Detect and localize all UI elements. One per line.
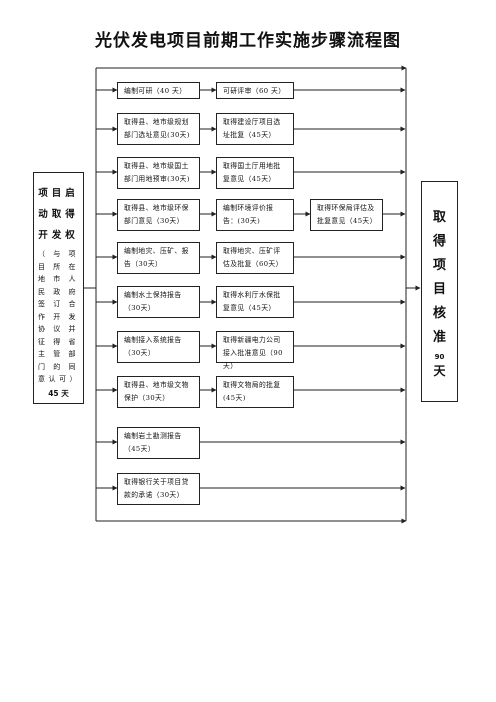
step-bank-loan-commitment: 取得银行关于项目贷款的承诺（30天） [117,473,200,505]
step-geotechnical-survey-report: 编制岩土勘测报告（45天） [117,427,200,459]
page-title: 光伏发电项目前期工作实施步骤流程图 [95,31,401,51]
step-grid-access-report: 编制接入系统报告（30天） [117,331,200,363]
end-char: 项 [432,258,446,273]
step-soil-conservation-approval: 取得水利厅水保批复意见（45天） [216,286,294,318]
end-char: 准 [432,330,446,345]
step-land-approval: 取得国土厅用地批复意见（45天） [216,157,294,189]
end-box: 取 得 项 目 核 准 90 天 [421,181,458,402]
step-cultural-relics-approval: 取得文物局的批复(45天) [216,376,294,408]
step-compile-feasibility: 编制可研（40 天） [117,82,200,99]
end-char: 取 [432,210,446,225]
step-env-bureau-approval: 取得环保局评估及批复意见（45天） [310,199,383,231]
step-construction-site-approval: 取得建设厅项目选址批复（45天） [216,113,294,145]
start-title: 项目启动取得开发权 [38,188,79,241]
start-days: 45 天 [48,388,69,398]
step-env-assessment-report: 编制环境评价报告：(30天) [216,199,294,231]
step-planning-site-opinion: 取得县、地市级规划部门选址意见(30天) [117,113,200,145]
step-cultural-relics-protection: 取得县、地市级文物保护（30天） [117,376,200,408]
step-soil-conservation-report: 编制水土保持报告（30天） [117,286,200,318]
start-box: 项目启动取得开发权 （与项目所在地市人民政府签订合作开发协议并征得省主管部门的同… [33,172,84,404]
end-days-number: 90 [434,353,445,361]
step-env-dept-opinion: 取得县、地市级环保部门意见（30天） [117,199,200,231]
step-land-pre-review: 取得县、地市级国土部门用地预审(30天) [117,157,200,189]
end-days-unit: 天 [433,364,446,378]
step-geohazard-approval: 取得地灾、压矿评估及批复（60天） [216,242,294,274]
end-char: 核 [432,306,446,321]
start-note: （与项目所在地市人民政府签订合作开发协议并征得省主管部门的同意认可） [38,250,80,383]
step-grid-access-approval: 取得新疆电力公司接入批准意见（90天） [216,331,294,370]
step-feasibility-review: 可研评审（60 天） [216,82,294,99]
end-char: 得 [432,234,446,249]
end-char: 目 [432,282,446,297]
step-geohazard-report: 编制地灾、压矿、报告（30天） [117,242,200,274]
